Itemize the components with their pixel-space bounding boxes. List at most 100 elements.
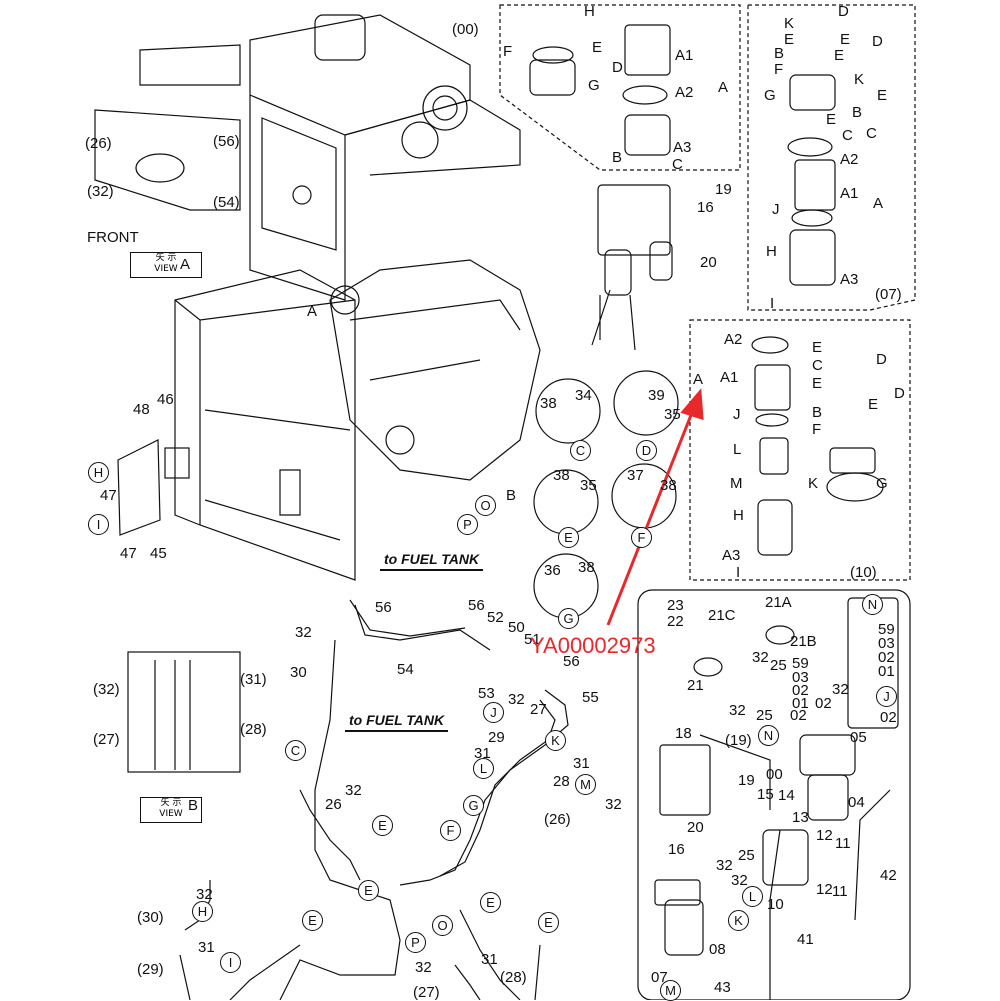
part-label: (30) [137, 909, 164, 926]
part-label: I [770, 295, 775, 312]
part-label: 20 [700, 254, 717, 271]
part-label: A2 [840, 151, 859, 168]
part-label: (32) [87, 183, 114, 200]
ref-circle-j: J [483, 702, 504, 723]
part-label: A [718, 79, 729, 96]
view-a-kana: 矢 示 [155, 253, 177, 263]
part-label: 21 [687, 677, 704, 694]
ref-circle-i-lower: I [220, 952, 241, 973]
part-label: 53 [478, 685, 495, 702]
front-label: FRONT [87, 229, 139, 246]
part-label: D [612, 59, 623, 76]
ref-circle-g: G [463, 795, 484, 816]
part-label: 51 [524, 631, 541, 648]
part-label: 11 [832, 883, 848, 900]
ref-circle-o-lower: O [432, 915, 453, 936]
part-label: 59 [792, 655, 809, 672]
part-label: 21C [708, 607, 736, 624]
part-label: (27) [93, 731, 120, 748]
part-label: 10 [767, 896, 784, 913]
part-label: E [592, 39, 603, 56]
part-label: 32 [295, 624, 312, 641]
part-label: (29) [137, 961, 164, 978]
part-label: 38 [578, 559, 595, 576]
part-label: 47 [100, 487, 117, 504]
part-label: 56 [563, 653, 580, 670]
part-label: F [774, 61, 784, 78]
part-label: B [774, 45, 785, 62]
part-number-annotation: YA00002973 [530, 633, 656, 658]
part-label: (32) [93, 681, 120, 698]
part-label: 32 [196, 886, 213, 903]
part-label: 11 [835, 835, 851, 852]
ref-circle-n: N [862, 594, 883, 615]
ref-circle-d-callout: D [636, 440, 657, 461]
part-label: F [503, 43, 513, 60]
part-label: 59 [878, 621, 895, 638]
part-label: K [854, 71, 865, 88]
part-label: 41 [797, 931, 814, 948]
part-label: (26) [544, 811, 571, 828]
part-label: H [733, 507, 744, 524]
part-label: 31 [481, 951, 498, 968]
part-label: 04 [848, 794, 865, 811]
part-label: (28) [240, 721, 267, 738]
part-label: 03 [792, 669, 809, 686]
part-label: E [812, 339, 823, 356]
ref-circle-h-lower: H [192, 901, 213, 922]
part-label: D [894, 385, 905, 402]
ref-circle-e-callout: E [558, 527, 579, 548]
ref-circle-o: O [475, 495, 496, 516]
part-label: 32 [832, 681, 849, 698]
part-label: (26) [85, 135, 112, 152]
part-label: G [876, 475, 888, 492]
part-label: 25 [756, 707, 773, 724]
part-label: 03 [878, 635, 895, 652]
part-label: A1 [675, 47, 694, 64]
ref-circle-m: M [575, 774, 596, 795]
part-label: 46 [157, 391, 174, 408]
part-label: 26 [325, 796, 342, 813]
part-label: 36 [544, 562, 561, 579]
part-label: 43 [714, 979, 731, 996]
part-label: 30 [290, 664, 307, 681]
part-label: K [808, 475, 819, 492]
part-label: 48 [133, 401, 150, 418]
part-label: A [873, 195, 884, 212]
part-label: E [784, 31, 795, 48]
ref-circle-e4: E [480, 892, 501, 913]
part-label: 54 [397, 661, 414, 678]
part-label: 14 [778, 787, 795, 804]
part-label: 28 [553, 773, 570, 790]
view-a-letter: A [180, 256, 191, 273]
ref-circle-f: F [440, 820, 461, 841]
part-label: 45 [150, 545, 167, 562]
part-label: 39 [648, 387, 665, 404]
part-label: 02 [878, 649, 895, 666]
part-label: E [877, 87, 888, 104]
part-label: 19 [738, 772, 755, 789]
part-label: 32 [415, 959, 432, 976]
part-label: 02 [880, 709, 897, 726]
group-label-10: (10) [850, 564, 877, 581]
part-label: B [852, 104, 863, 121]
part-label: 00 [766, 766, 783, 783]
part-label: 16 [697, 199, 714, 216]
ref-circle-k: K [545, 730, 566, 751]
part-label: 08 [709, 941, 726, 958]
ref-circle-l-panel: L [742, 886, 763, 907]
part-label: 35 [664, 406, 681, 423]
part-label: E [812, 375, 823, 392]
part-label: 27 [530, 701, 547, 718]
part-label: 18 [675, 725, 692, 742]
part-label: 23 [667, 597, 684, 614]
part-label: 50 [508, 619, 525, 636]
ref-circle-e: E [372, 815, 393, 836]
part-label: 56 [375, 599, 392, 616]
part-label: A3 [840, 271, 859, 288]
part-label: 32 [716, 857, 733, 874]
part-label: 52 [487, 609, 504, 626]
part-label: (56) [213, 133, 240, 150]
